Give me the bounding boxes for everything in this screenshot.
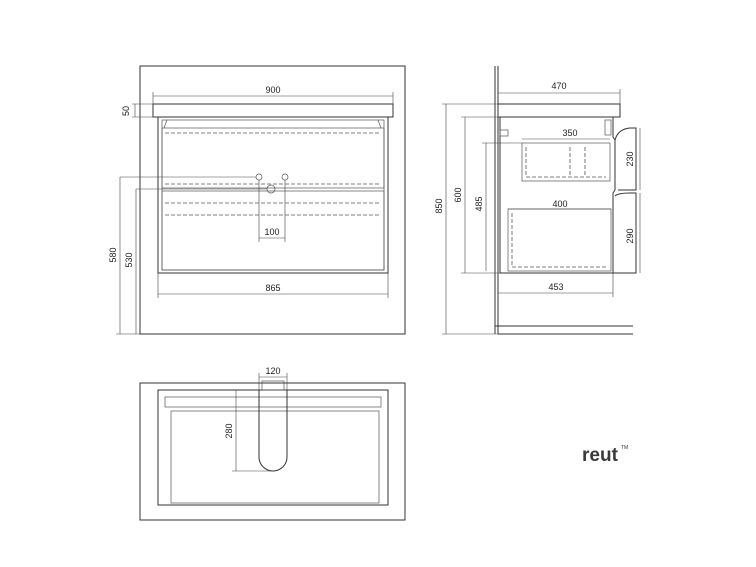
front-countertop bbox=[152, 103, 394, 118]
side-handle-top bbox=[614, 127, 637, 191]
front-view: 900 50 580 530 865 100 bbox=[108, 65, 406, 335]
side-cabinet-front bbox=[612, 117, 616, 273]
side-countertop bbox=[497, 103, 621, 118]
side-clip-front bbox=[604, 119, 612, 136]
front-brackets bbox=[163, 119, 382, 129]
label-120: 120 bbox=[265, 366, 280, 376]
drain-hole-center bbox=[266, 184, 276, 194]
label-50: 50 bbox=[121, 106, 131, 116]
label-850: 850 bbox=[434, 198, 444, 213]
front-wall-frame bbox=[139, 65, 406, 335]
side-top-drawer bbox=[521, 142, 611, 182]
label-865: 865 bbox=[265, 283, 280, 293]
top-u-cutout bbox=[258, 390, 288, 472]
front-bottom-drawer bbox=[161, 190, 385, 271]
side-clip-top bbox=[499, 129, 509, 137]
side-handle-bottom bbox=[613, 192, 637, 274]
label-530: 530 bbox=[124, 252, 134, 267]
drain-hole-left bbox=[255, 173, 263, 181]
side-cabinet bbox=[499, 117, 613, 274]
label-900: 900 bbox=[265, 85, 280, 95]
label-230: 230 bbox=[625, 151, 635, 166]
front-top-drawer bbox=[161, 127, 385, 189]
label-580: 580 bbox=[108, 247, 118, 262]
top-drawer-front bbox=[164, 396, 382, 408]
label-290: 290 bbox=[625, 228, 635, 243]
top-drawer-box bbox=[170, 410, 380, 504]
label-350: 350 bbox=[562, 128, 577, 138]
label-280: 280 bbox=[224, 423, 234, 438]
drain-hole-right bbox=[281, 173, 289, 181]
front-cabinet-inner bbox=[161, 119, 385, 271]
side-bottom-drawer bbox=[507, 208, 612, 272]
label-100: 100 bbox=[264, 227, 279, 237]
front-cabinet-body bbox=[157, 116, 389, 274]
logo-trademark: TM bbox=[621, 445, 628, 451]
label-600: 600 bbox=[453, 187, 463, 202]
logo-text: reut bbox=[582, 445, 619, 466]
label-485: 485 bbox=[474, 196, 484, 211]
top-view: 120 280 bbox=[139, 366, 406, 521]
label-400: 400 bbox=[552, 199, 567, 209]
top-cutout-notch bbox=[261, 380, 285, 391]
top-outer bbox=[139, 382, 406, 521]
label-470: 470 bbox=[551, 81, 566, 91]
side-view: 470 850 600 485 350 400 230 290 453 bbox=[434, 66, 641, 335]
brand-logo: reut TM bbox=[582, 445, 628, 466]
label-453: 453 bbox=[548, 282, 563, 292]
